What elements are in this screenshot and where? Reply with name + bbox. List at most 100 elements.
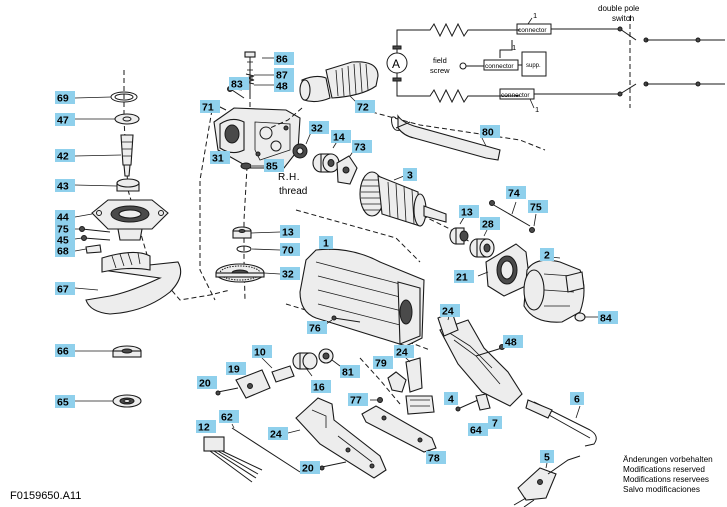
svg-text:5: 5 [544,452,550,464]
svg-text:32: 32 [282,269,294,281]
svg-text:20: 20 [302,463,314,475]
svg-text:80: 80 [482,127,494,139]
field-screw-line2: screw [430,66,450,75]
svg-text:20: 20 [199,378,211,390]
callout-3: 3 [403,168,417,182]
callout-62: 62 [219,410,239,424]
svg-text:4: 4 [448,394,454,406]
modifications-line-3: Modifications reservees [623,475,709,484]
callout-32-upper: 32 [309,121,329,135]
callout-73: 73 [352,140,372,154]
svg-text:86: 86 [276,54,288,66]
callout-74: 74 [506,186,526,200]
callout-70: 70 [280,243,300,257]
svg-text:1: 1 [323,238,329,250]
callout-81: 81 [340,365,360,379]
callout-66: 66 [55,344,75,358]
callout-87: 87 [274,68,294,82]
callout-48-right: 48 [503,335,523,349]
svg-text:48: 48 [276,81,288,93]
callout-76: 76 [307,321,327,335]
gear-head-assembly [199,51,313,301]
connector-label-1: connector [518,27,547,34]
callout-83: 83 [229,77,249,91]
svg-text:77: 77 [350,395,362,407]
connector-ref-2: 1 [512,43,516,52]
callout-10: 10 [252,345,272,359]
callout-86: 86 [274,52,294,66]
svg-text:32: 32 [311,123,323,135]
callout-13-right: 13 [459,205,479,219]
callout-21: 21 [454,270,474,284]
callout-19: 19 [226,362,246,376]
svg-text:3: 3 [407,170,413,182]
svg-text:69: 69 [57,93,69,105]
callout-12: 12 [196,420,216,434]
callout-24-top: 24 [440,304,460,318]
callout-68: 68 [55,244,75,258]
callout-24-mid: 24 [394,345,414,359]
callout-4: 4 [444,392,458,406]
connector-ref-3: 1 [535,105,539,114]
left-assembly [74,70,231,408]
armature-assembly [359,114,598,323]
svg-text:45: 45 [57,235,69,247]
callout-14: 14 [331,130,351,144]
svg-text:81: 81 [342,367,354,379]
callout-44: 44 [55,210,75,224]
callout-31: 31 [210,151,230,165]
lower-handle [203,397,437,483]
callout-16: 16 [311,380,331,394]
svg-text:24: 24 [270,429,282,441]
callout-24-lower: 24 [268,427,288,441]
callout-20-lower: 20 [300,461,320,475]
callout-47: 47 [55,113,75,127]
svg-text:70: 70 [282,245,294,257]
svg-text:87: 87 [276,70,288,82]
switch-assembly [318,311,597,447]
svg-text:47: 47 [57,115,69,127]
callout-78: 78 [426,451,446,465]
svg-text:28: 28 [482,219,494,231]
callout-13-left: 13 [280,225,300,239]
svg-text:44: 44 [57,212,69,224]
svg-text:31: 31 [212,153,224,165]
svg-text:67: 67 [57,284,69,296]
svg-text:66: 66 [57,346,69,358]
svg-text:19: 19 [228,364,240,376]
callout-48: 48 [274,79,294,93]
thread-note-line1: R.H. [278,172,300,183]
callout-20-upper: 20 [197,376,217,390]
svg-text:21: 21 [456,272,468,284]
field-screw-line1: field [433,56,447,65]
svg-text:14: 14 [333,132,345,144]
svg-text:79: 79 [375,358,387,370]
svg-text:64: 64 [470,425,482,437]
svg-text:13: 13 [282,227,294,239]
svg-text:62: 62 [221,412,233,424]
svg-text:48: 48 [505,337,517,349]
svg-text:71: 71 [202,102,214,114]
svg-text:24: 24 [442,306,454,318]
svg-text:10: 10 [254,347,266,359]
thread-note-line2: thread [279,186,307,197]
svg-text:42: 42 [57,151,69,163]
callout-42: 42 [55,149,75,163]
motor-housing [285,209,431,351]
callout-6: 6 [570,392,584,406]
svg-text:74: 74 [508,188,520,200]
callout-7: 7 [488,416,502,430]
svg-text:76: 76 [309,323,321,335]
callout-1: 1 [319,236,333,250]
callout-84: 84 [598,311,618,325]
modifications-line-4: Salvo modificaciones [623,485,700,494]
svg-text:13: 13 [461,207,473,219]
callouts: 69 47 42 43 44 75 45 68 67 66 65 86 83 8… [55,52,618,475]
modifications-line-1: Änderungen vorbehalten [623,454,713,464]
connector-label-3: connector [501,92,530,99]
svg-text:75: 75 [530,202,542,214]
callout-43: 43 [55,179,75,193]
brush-holder-group [215,352,318,399]
svg-text:68: 68 [57,246,69,258]
